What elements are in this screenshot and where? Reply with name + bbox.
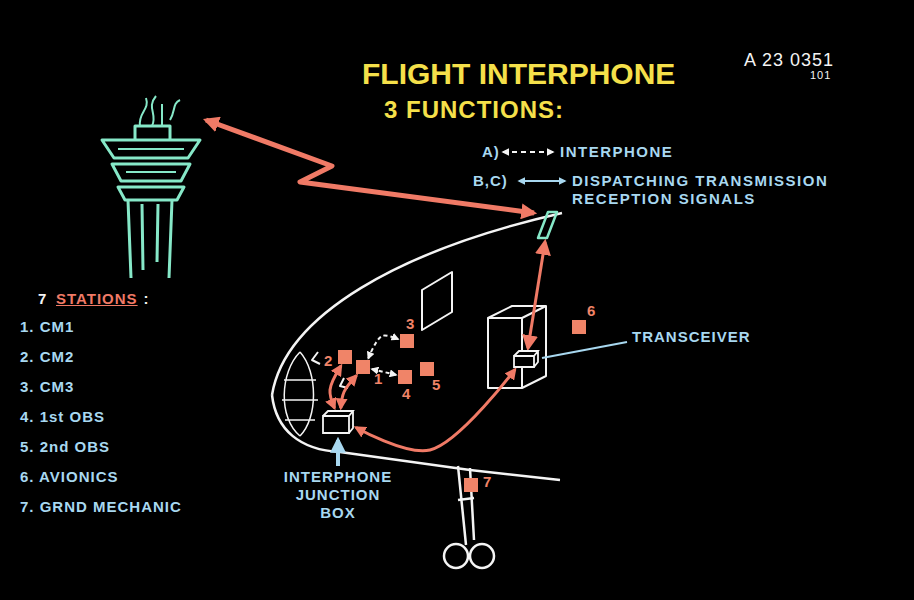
callout-number: 6	[587, 302, 596, 320]
junction-pointer	[336, 440, 340, 466]
station-item: 4. 1st OBS	[20, 408, 105, 426]
station-item: 5. 2nd OBS	[20, 438, 110, 456]
callout-number: 4	[402, 385, 411, 403]
function-key: B,C)	[473, 172, 508, 190]
callout-number: 2	[324, 352, 333, 370]
tower-shaft	[128, 200, 172, 278]
legend-sample	[500, 143, 556, 161]
radio-link	[206, 120, 534, 213]
legend-text: INTERPHONE	[560, 143, 673, 161]
connector	[368, 336, 398, 359]
transceiver-leader	[542, 342, 627, 358]
box-label: TRANSCEIVER	[632, 328, 751, 346]
station-marker: 7	[464, 478, 478, 492]
list-heading: STATIONS	[56, 290, 138, 308]
station-count: 7	[38, 290, 47, 308]
equipment-box: TRANSCEIVER	[513, 350, 539, 368]
connector	[330, 366, 341, 408]
legend-sample	[516, 172, 568, 190]
tower-window	[118, 149, 184, 172]
legend-entry: DISPATCHING TRANSMISSION RECEPTION SIGNA…	[516, 172, 857, 208]
connector	[341, 376, 357, 408]
box-outline	[322, 410, 354, 434]
callout-number: 1	[374, 370, 383, 388]
connector	[356, 369, 515, 450]
wheel	[470, 544, 494, 568]
box-outline	[513, 350, 539, 368]
station-item: 2. CM2	[20, 348, 74, 366]
subtitle: 3 FUNCTIONS:	[384, 96, 564, 125]
callout-number: 5	[432, 376, 441, 394]
seat-back	[422, 272, 452, 330]
tower-antenna	[140, 96, 180, 126]
antenna-feed	[528, 242, 545, 348]
document-code: A 23 0351	[744, 50, 834, 72]
equipment-box: INTERPHONE JUNCTION BOX	[322, 410, 354, 434]
station-item: 6. AVIONICS	[20, 468, 119, 486]
radome	[282, 352, 318, 436]
wheel	[444, 544, 468, 568]
callout-number: 7	[483, 473, 492, 491]
station-marker: 2	[338, 350, 352, 364]
tower-tier	[118, 187, 184, 200]
function-key: A)	[482, 143, 500, 161]
station-marker: 5	[420, 362, 434, 376]
station-marker: 6	[572, 320, 586, 334]
station-marker: 4	[398, 370, 412, 384]
legend-line	[503, 151, 553, 153]
legend-line	[519, 180, 565, 182]
legend-entry: INTERPHONE	[500, 143, 673, 161]
diagram-title: FLIGHT INTERPHONE	[362, 56, 675, 92]
station-item: 7. GRND MECHANIC	[20, 498, 182, 516]
box-label: INTERPHONE JUNCTION BOX	[277, 468, 399, 522]
list-heading: :	[144, 290, 150, 308]
fuselage-top	[272, 213, 562, 395]
station-marker: 3	[400, 334, 414, 348]
station-item: 1. CM1	[20, 318, 74, 336]
station-marker: 1	[356, 360, 370, 374]
antenna	[538, 212, 557, 238]
box-cube	[514, 351, 538, 367]
legend-text: DISPATCHING TRANSMISSION RECEPTION SIGNA…	[572, 172, 857, 208]
tower-cab	[135, 126, 170, 140]
avionics-rack	[488, 306, 546, 388]
fuselage-bottom	[272, 395, 560, 480]
callout-number: 3	[406, 315, 415, 333]
page-number: 101	[810, 69, 831, 82]
box-cube	[323, 411, 353, 433]
station-item: 3. CM3	[20, 378, 74, 396]
